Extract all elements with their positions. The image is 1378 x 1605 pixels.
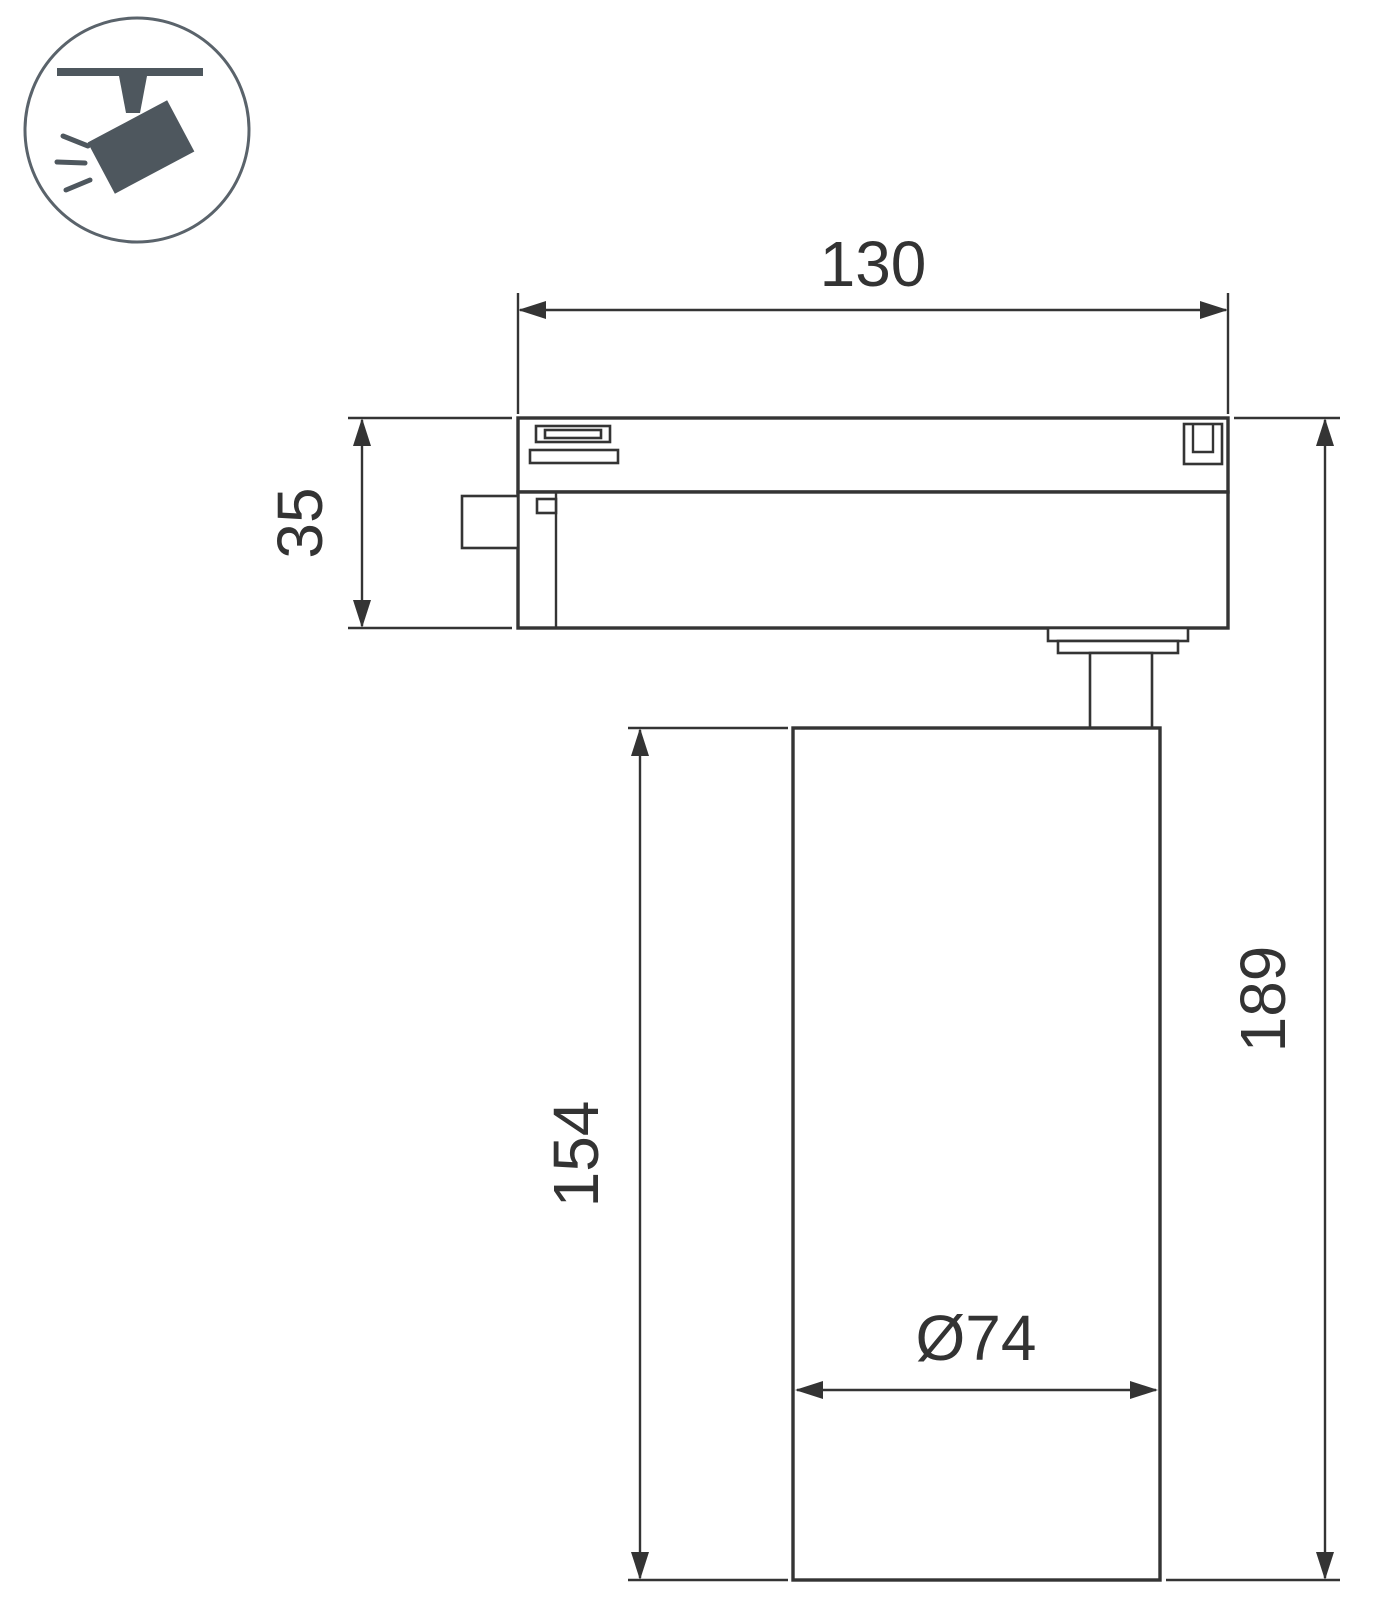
dimension-label-overall-height: 189	[1227, 946, 1299, 1053]
arrow-right	[1200, 301, 1228, 319]
dimension-label-body-height: 154	[540, 1101, 612, 1208]
arrow-down	[631, 1552, 649, 1580]
dimension-track-width: 130	[516, 228, 1230, 414]
arrow-down	[1316, 1552, 1334, 1580]
lamp-cylinder	[791, 726, 1162, 1582]
arrow-up	[1316, 418, 1334, 446]
joint-flange-lower	[1056, 639, 1180, 655]
contact-clip-lower	[528, 448, 620, 465]
dimension-diameter: Ø74	[795, 1302, 1158, 1399]
icon-light-ray	[60, 133, 91, 149]
icon-light-ray	[63, 177, 93, 193]
icon-lamp-head	[87, 100, 195, 194]
selector-knob	[460, 494, 520, 550]
latch-bracket	[1182, 422, 1224, 466]
arrow-right	[1130, 1381, 1158, 1399]
selector-notch	[535, 497, 558, 515]
lamp-body	[791, 726, 1162, 1582]
adapter-lower-body	[516, 490, 1230, 630]
latch-bracket-inner	[1191, 424, 1215, 454]
corner-badge	[23, 16, 251, 244]
arrow-up	[631, 728, 649, 756]
dimension-label-adapter-height: 35	[264, 487, 336, 558]
icon-track-bar	[57, 68, 203, 76]
track-spotlight-icon	[54, 68, 203, 194]
contact-clip-upper-inner	[543, 428, 603, 440]
dimension-adapter-height: 35	[264, 416, 512, 630]
dimension-body-height: 154	[540, 726, 788, 1582]
joint-flange-upper	[1046, 626, 1190, 643]
arrow-left	[795, 1381, 823, 1399]
dimension-overall-height: 189	[1166, 416, 1340, 1582]
track-adapter	[460, 416, 1230, 630]
mount-stem	[1046, 626, 1190, 733]
dimension-label-diameter: Ø74	[916, 1302, 1037, 1374]
arrow-up	[353, 418, 371, 446]
arrow-left	[518, 301, 546, 319]
arrow-down	[353, 600, 371, 628]
icon-light-ray	[54, 159, 88, 166]
icon-stem	[119, 76, 147, 113]
adapter-top-plate	[516, 416, 1230, 494]
stem	[1088, 651, 1154, 733]
dimension-label-track-width: 130	[820, 228, 927, 300]
